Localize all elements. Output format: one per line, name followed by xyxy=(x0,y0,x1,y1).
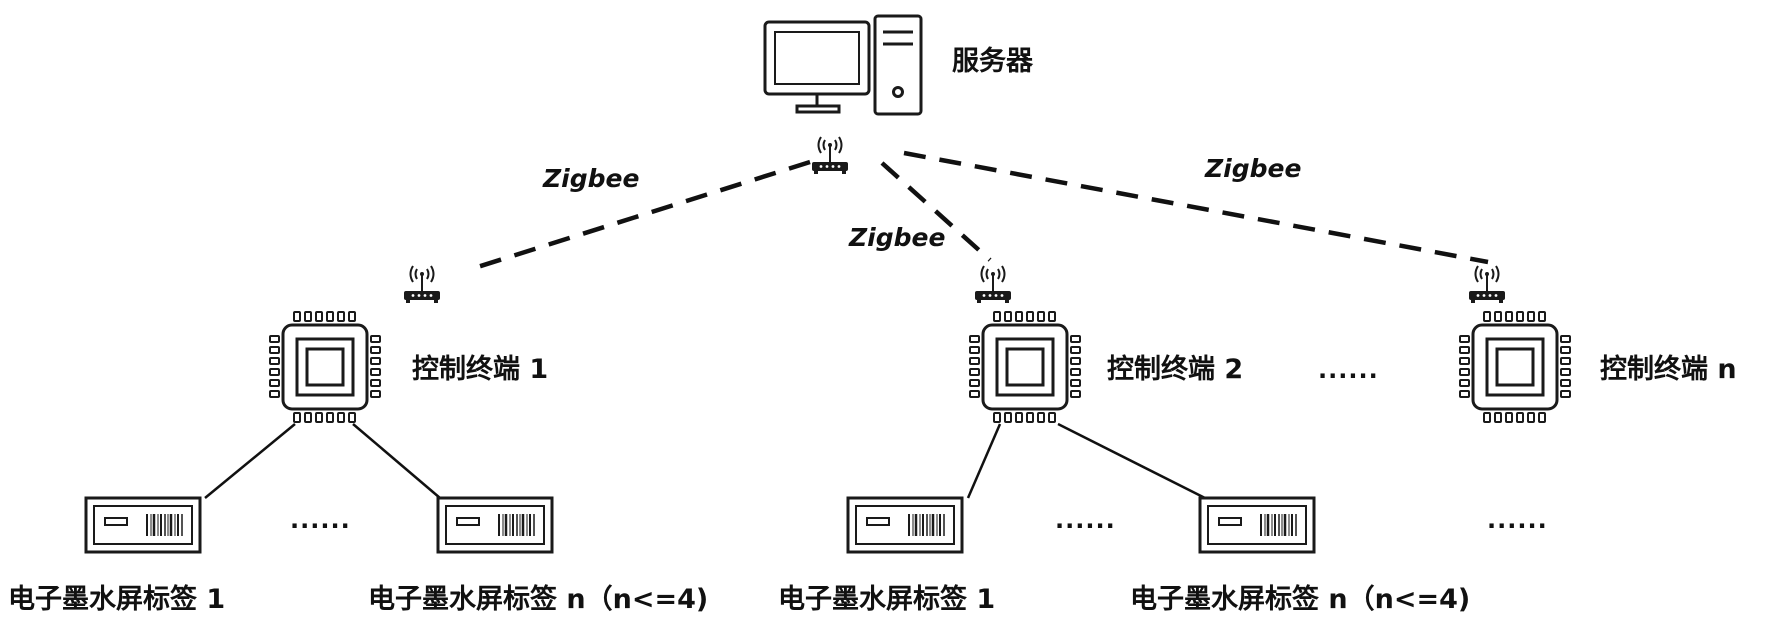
wire-t1-tagn xyxy=(352,423,441,499)
tag-label-t2-1: 电子墨水屏标签 1 xyxy=(778,583,995,615)
router-icon-server xyxy=(811,136,849,175)
tag-label-t1-1: 电子墨水屏标签 1 xyxy=(8,583,225,615)
chip-icon-terminal-n xyxy=(1458,310,1572,424)
terminal-1-label: 控制终端 1 xyxy=(412,353,548,385)
zigbee-link-middle xyxy=(880,161,992,262)
zigbee-label-right: Zigbee xyxy=(1204,154,1301,183)
eink-tag-icon-t1-n xyxy=(436,496,554,554)
tag-label-t2-n: 电子墨水屏标签 n（n<=4) xyxy=(1130,583,1470,615)
wire-t2-tagn xyxy=(1057,422,1206,500)
tag-ellipsis-1: ...... xyxy=(290,506,351,534)
chip-icon-terminal-1 xyxy=(268,310,382,424)
zigbee-link-left xyxy=(467,159,811,273)
zigbee-link-right xyxy=(903,150,1489,265)
zigbee-label-middle: Zigbee xyxy=(848,223,945,252)
tag-ellipsis-3: ...... xyxy=(1487,506,1548,534)
zigbee-label-left: Zigbee xyxy=(542,164,639,193)
terminal-n-label: 控制终端 n xyxy=(1600,353,1737,385)
tag-ellipsis-2: ...... xyxy=(1055,506,1116,534)
eink-tag-icon-t2-1 xyxy=(846,496,964,554)
chip-icon-terminal-2 xyxy=(968,310,1082,424)
eink-tag-icon-t2-n xyxy=(1198,496,1316,554)
router-icon-terminal-n xyxy=(1468,265,1506,304)
tag-label-t1-n: 电子墨水屏标签 n（n<=4) xyxy=(368,583,708,615)
eink-tag-icon-t1-1 xyxy=(84,496,202,554)
terminal-ellipsis: ...... xyxy=(1318,356,1379,384)
wire-t1-tag1 xyxy=(204,423,296,499)
wire-t2-tag1 xyxy=(966,423,1002,499)
server-computer-icon xyxy=(763,14,923,116)
server-label: 服务器 xyxy=(952,46,1034,77)
terminal-2-label: 控制终端 2 xyxy=(1107,353,1243,385)
router-icon-terminal-2 xyxy=(974,265,1012,304)
router-icon-terminal-1 xyxy=(403,265,441,304)
